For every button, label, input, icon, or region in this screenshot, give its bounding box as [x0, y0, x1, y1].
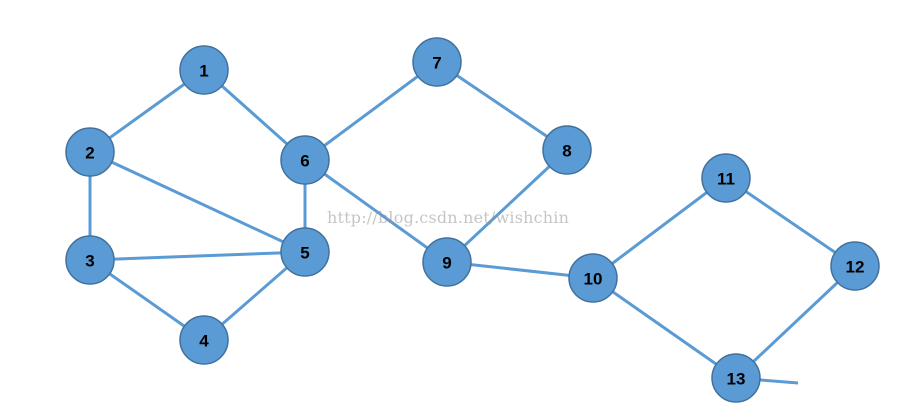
edge-11-12: [725, 176, 856, 268]
node-label: 11: [717, 170, 735, 189]
watermark-text: http://blog.csdn.net/wishchin: [327, 208, 570, 227]
node-circle: [711, 353, 761, 403]
edge-3-5: [89, 250, 306, 262]
node-circle: [542, 125, 592, 175]
node-label: 10: [584, 270, 603, 289]
node-label: 7: [432, 54, 441, 73]
node-11: 11: [701, 153, 751, 203]
node-4: 4: [179, 315, 229, 365]
edge-6-7: [304, 60, 438, 162]
node-10: 10: [568, 253, 618, 303]
edge-8-9: [445, 148, 569, 264]
node-8: 8: [542, 125, 592, 175]
node-label: 13: [727, 370, 746, 389]
node-circle: [65, 127, 115, 177]
node-circle: [830, 241, 880, 291]
node-label: 5: [300, 244, 309, 263]
edge-10-11: [592, 176, 727, 280]
node-circle: [65, 235, 115, 285]
edge-6-9: [304, 158, 448, 264]
node-circle: [422, 237, 472, 287]
edge-7-8: [436, 60, 568, 152]
node-circle: [412, 37, 462, 87]
node-6: 6: [280, 135, 330, 185]
node-label: 9: [442, 254, 451, 273]
node-2: 2: [65, 127, 115, 177]
node-label: 3: [85, 252, 94, 271]
node-label: 8: [562, 142, 571, 161]
edge-10-13: [592, 276, 737, 380]
node-13: 13: [711, 353, 761, 403]
edge-12-13: [734, 264, 857, 380]
node-circle: [701, 153, 751, 203]
node-7: 7: [412, 37, 462, 87]
edge-2-5: [89, 150, 306, 254]
node-3: 3: [65, 235, 115, 285]
node-9: 9: [422, 237, 472, 287]
node-circle: [568, 253, 618, 303]
node-5: 5: [280, 227, 330, 277]
node-label: 12: [846, 258, 865, 277]
node-label: 1: [199, 62, 208, 81]
node-circle: [280, 227, 330, 277]
node-1: 1: [179, 45, 229, 95]
node-circle: [179, 45, 229, 95]
node-circle: [280, 135, 330, 185]
node-label: 4: [199, 332, 209, 351]
node-12: 12: [830, 241, 880, 291]
node-circle: [179, 315, 229, 365]
node-label: 2: [85, 144, 94, 163]
node-label: 6: [300, 152, 309, 171]
